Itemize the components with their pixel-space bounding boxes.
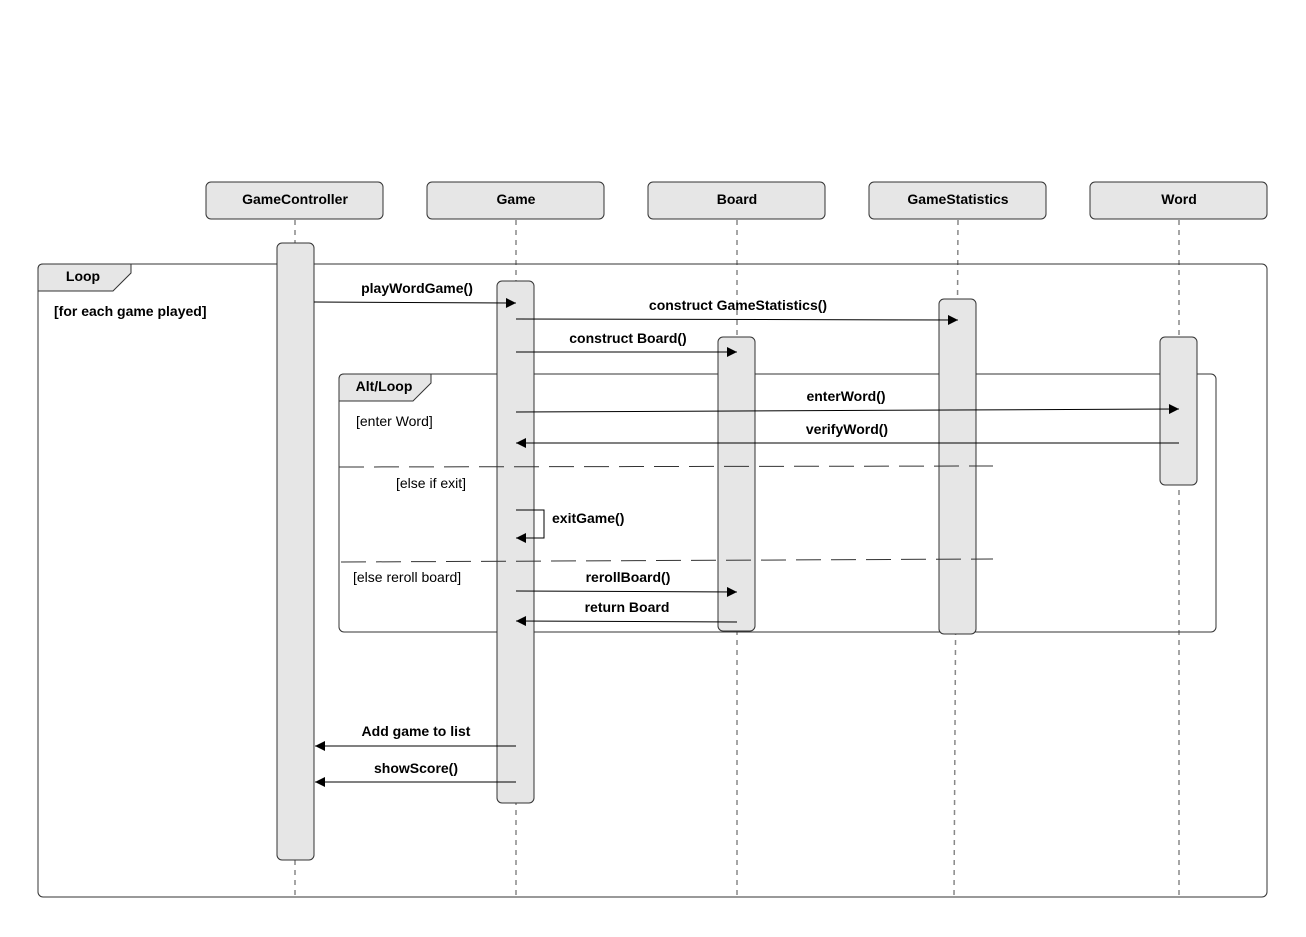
participant-label: Board — [717, 191, 757, 207]
message-arrow — [515, 586, 738, 597]
message-label: playWordGame() — [361, 280, 473, 296]
alt-divider — [340, 558, 994, 563]
participant-label: GameStatistics — [907, 191, 1008, 207]
message-label: construct GameStatistics() — [649, 297, 827, 313]
message-label: enterWord() — [806, 388, 885, 404]
alt-guard-enter-word: [enter Word] — [356, 413, 433, 429]
message-arrow — [515, 314, 959, 325]
activation-gamecontroller — [276, 242, 315, 861]
alt-divider — [338, 465, 994, 468]
message-label: Add game to list — [362, 723, 471, 739]
message-label: showScore() — [374, 760, 458, 776]
loop-frame-tab — [37, 263, 132, 292]
alt-loop-frame-tab — [338, 373, 432, 402]
activation-board — [717, 336, 756, 632]
message-arrow — [515, 616, 738, 627]
participant-label: Game — [497, 191, 536, 207]
alt-loop-frame — [338, 373, 1217, 633]
message-label: verifyWord() — [806, 421, 888, 437]
participant-gamecontroller — [205, 181, 384, 220]
message-arrow — [313, 297, 517, 308]
loop-frame — [37, 263, 1268, 898]
self-message-arrow — [516, 509, 545, 543]
message-label: return Board — [585, 599, 670, 615]
message-arrow — [515, 404, 1180, 415]
message-label: construct Board() — [569, 330, 686, 346]
loop-frame-guard: [for each game played] — [54, 303, 207, 319]
alt-guard-else-reroll-board: [else reroll board] — [353, 569, 461, 585]
participant-game — [426, 181, 605, 220]
participant-label: GameController — [242, 191, 348, 207]
message-label: exitGame() — [552, 510, 624, 526]
alt-guard-else-if-exit: [else if exit] — [396, 475, 466, 491]
alt-loop-frame-tag: Alt/Loop — [356, 378, 413, 394]
participant-word — [1089, 181, 1268, 220]
message-label: rerollBoard() — [586, 569, 671, 585]
activation-game — [496, 280, 535, 804]
activation-word — [1159, 336, 1198, 486]
participant-gamestatistics — [868, 181, 1047, 220]
loop-frame-tag: Loop — [66, 268, 100, 284]
participant-board — [647, 181, 826, 220]
participant-label: Word — [1161, 191, 1197, 207]
